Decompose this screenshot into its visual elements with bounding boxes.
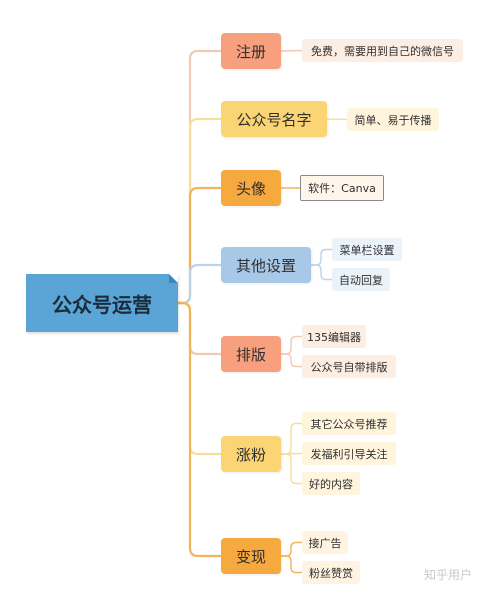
leaf-label: 发福利引导关注 — [310, 447, 388, 461]
leaf-node[interactable]: 菜单栏设置 — [332, 238, 402, 261]
branch-zhangfen[interactable]: 涨粉 — [221, 436, 281, 472]
leaf-node[interactable]: 公众号自带排版 — [302, 355, 396, 378]
leaf-label: 公众号自带排版 — [310, 360, 388, 374]
connector-line — [176, 301, 223, 356]
leaf-label: 菜单栏设置 — [339, 243, 395, 257]
branch-qita[interactable]: 其他设置 — [221, 247, 311, 283]
branch-paiban[interactable]: 排版 — [221, 336, 281, 372]
root-node[interactable]: 公众号运营 — [26, 274, 178, 332]
connector-line — [176, 301, 223, 456]
leaf-label: 粉丝赞赏 — [309, 566, 353, 580]
branch-label: 变现 — [235, 547, 266, 566]
leaf-node[interactable]: 自动回复 — [332, 268, 390, 291]
leaf-node[interactable]: 接广告 — [302, 531, 348, 554]
branch-zhuce[interactable]: 注册 — [221, 33, 281, 69]
leaf-label: 免费，需要用到自己的微信号 — [311, 44, 454, 58]
connector-line — [176, 117, 223, 305]
leaf-label: 软件：Canva — [308, 182, 376, 195]
branch-label: 涨粉 — [235, 445, 266, 464]
leaf-node[interactable]: 软件：Canva — [300, 175, 384, 201]
leaf-label: 其它公众号推荐 — [310, 417, 388, 431]
leaf-node[interactable]: 发福利引导关注 — [302, 442, 396, 465]
branch-mingzi[interactable]: 公众号名字 — [221, 101, 327, 137]
leaf-node[interactable]: 135编辑器 — [302, 325, 366, 348]
leaf-label: 自动回复 — [339, 273, 383, 287]
connector-line — [310, 264, 333, 281]
connector-line — [280, 453, 303, 485]
branch-label: 其他设置 — [235, 256, 296, 275]
leaf-label: 135编辑器 — [307, 330, 361, 344]
connector-line — [280, 49, 303, 52]
branch-label: 注册 — [235, 42, 266, 61]
branch-touxiang[interactable]: 头像 — [221, 170, 281, 206]
connector-line — [280, 422, 303, 455]
leaf-node[interactable]: 其它公众号推荐 — [302, 412, 396, 435]
leaf-label: 简单、易于传播 — [354, 113, 432, 127]
connector-line — [176, 186, 223, 305]
branch-label: 排版 — [235, 345, 266, 364]
connector-line — [176, 263, 223, 305]
leaf-node[interactable]: 简单、易于传播 — [347, 108, 439, 131]
connector-line — [310, 248, 333, 266]
leaf-node[interactable]: 免费，需要用到自己的微信号 — [302, 39, 463, 62]
leaf-node[interactable]: 好的内容 — [302, 472, 360, 495]
leaf-node[interactable]: 粉丝赞赏 — [302, 561, 360, 584]
connector-line — [280, 541, 303, 557]
leaf-label: 接广告 — [308, 536, 342, 550]
connector-line — [176, 301, 223, 558]
branch-bianxian[interactable]: 变现 — [221, 538, 281, 574]
page-fold-icon — [169, 274, 178, 283]
leaf-label: 好的内容 — [309, 477, 353, 491]
root-label: 公众号运营 — [52, 292, 152, 317]
connector-line — [280, 555, 303, 574]
branch-label: 头像 — [235, 179, 266, 198]
connector-line — [280, 353, 303, 368]
connector-line — [326, 118, 348, 121]
watermark-text: 知乎用户 — [424, 568, 473, 582]
connector-line — [280, 335, 303, 355]
branch-label: 公众号名字 — [236, 110, 312, 129]
